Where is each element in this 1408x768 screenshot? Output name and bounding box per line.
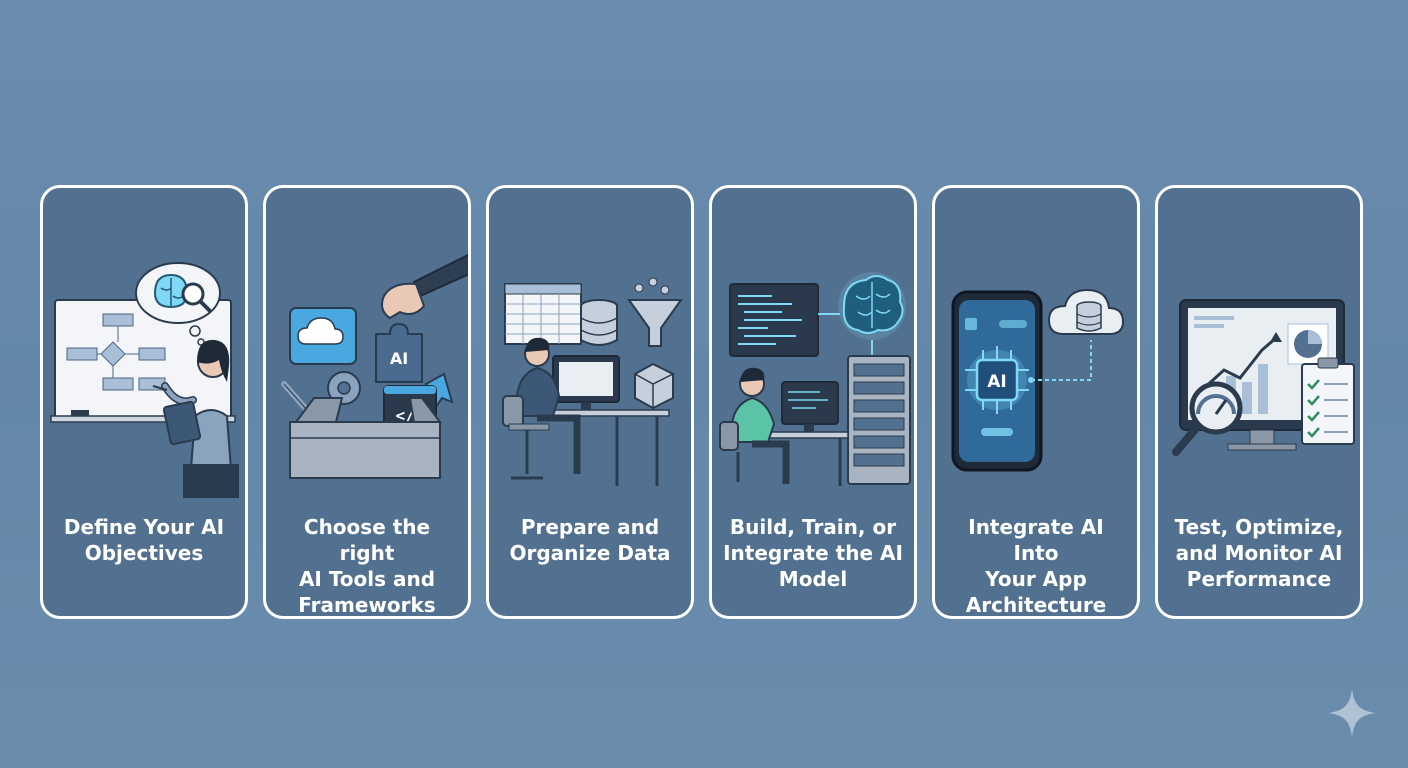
neural-network-icon bbox=[719, 272, 911, 486]
ai-badge-text: AI bbox=[390, 349, 408, 368]
step-label: Test, Optimize, and Monitor AI Performan… bbox=[1174, 515, 1344, 591]
sparkle-watermark-icon bbox=[1328, 689, 1376, 737]
mobile-ai-chip-icon: AI bbox=[951, 288, 1125, 472]
step-card-build-model: Build, Train, or Integrate the AI Model bbox=[709, 185, 917, 619]
step-card-prepare-data: Prepare and Organize Data bbox=[486, 185, 694, 619]
analytics-dashboard-icon bbox=[1172, 299, 1355, 456]
step-card-define-objectives: Define Your AI Objectives bbox=[40, 185, 248, 619]
step-label: Choose the right AI Tools and Frameworks bbox=[298, 515, 436, 617]
brainstorm-whiteboard-icon bbox=[50, 262, 239, 498]
step-card-choose-tools: AI </> Choose the right AI Tools and Fra… bbox=[263, 185, 471, 619]
step-card-integrate-architecture: AI Integrate AI Into Your App Architectu… bbox=[932, 185, 1140, 619]
step-label: Integrate AI Into Your App Architecture bbox=[965, 515, 1107, 617]
ai-chip-text: AI bbox=[987, 372, 1006, 392]
step-label: Define Your AI Objectives bbox=[63, 515, 225, 565]
toolbox-puzzle-icon: AI </> bbox=[281, 253, 468, 479]
step-label: Build, Train, or Integrate the AI Model bbox=[723, 515, 903, 591]
data-funnel-icon bbox=[502, 277, 683, 486]
step-card-test-monitor: Test, Optimize, and Monitor AI Performan… bbox=[1155, 185, 1363, 619]
step-label: Prepare and Organize Data bbox=[509, 515, 671, 565]
